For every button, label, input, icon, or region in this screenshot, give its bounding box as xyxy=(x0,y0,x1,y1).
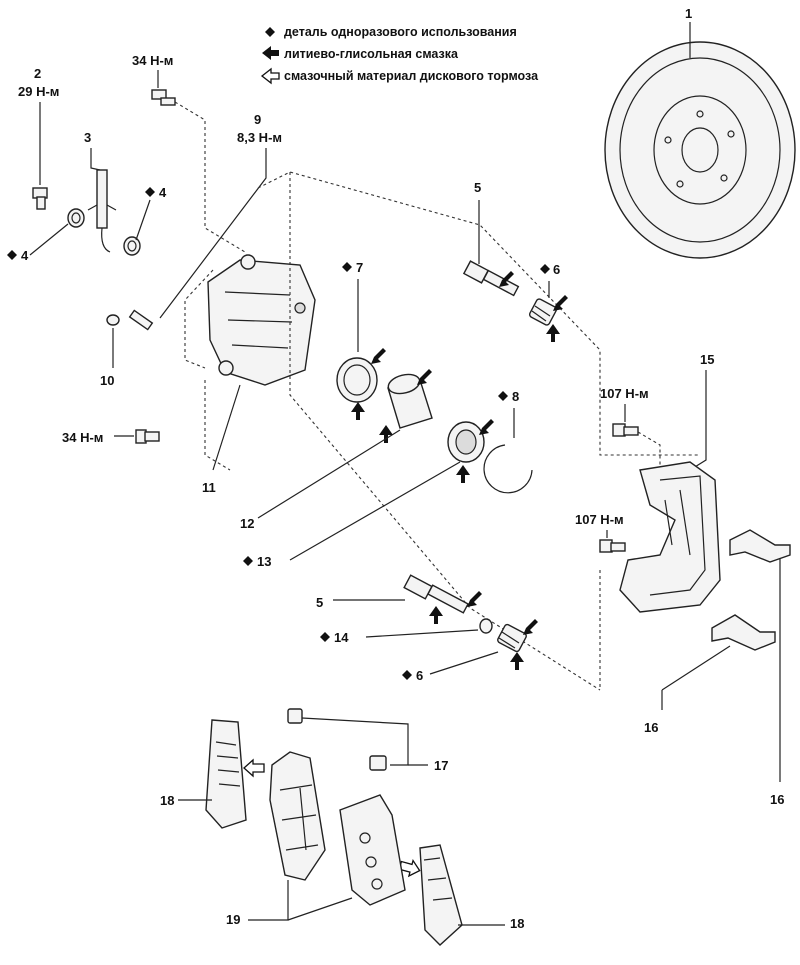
grease-arrow-12b xyxy=(379,425,393,443)
label-1: 1 xyxy=(685,6,692,21)
shim-grease-arrow-left xyxy=(243,758,265,778)
label-3: 3 xyxy=(84,130,91,145)
label-4-right: 4 xyxy=(159,185,167,200)
label-34nm-top: 34 Н-м xyxy=(132,53,173,68)
label-16-left: 16 xyxy=(644,720,658,735)
label-7: 7 xyxy=(356,260,363,275)
label-2: 2 xyxy=(34,66,41,81)
grease-arrow-7a xyxy=(371,348,386,364)
label-11: 11 xyxy=(202,480,216,495)
anti-squeal-shim-right xyxy=(419,844,463,946)
label-6-top: 6 xyxy=(553,262,560,277)
pin-boot-bottom xyxy=(497,623,527,653)
label-18-left: 18 xyxy=(160,793,174,808)
grease-arrow-13a xyxy=(479,419,494,435)
label-4-left: 4 xyxy=(21,248,29,263)
label-34nm-bottom: 34 Н-м xyxy=(62,430,103,445)
union-bolt xyxy=(32,187,48,210)
grease-arrow-5a xyxy=(499,271,514,287)
label-6-bottom: 6 xyxy=(416,668,423,683)
label-10: 10 xyxy=(100,373,114,388)
label-14: 14 xyxy=(334,630,349,645)
gasket-left xyxy=(67,208,85,228)
label-107nm-top: 107 Н-м xyxy=(600,386,649,401)
single-use-diamond-icon xyxy=(265,27,275,37)
gasket-right xyxy=(123,236,141,256)
label-18-right: 18 xyxy=(510,916,524,931)
label-13: 13 xyxy=(257,554,271,569)
anti-squeal-shim-left xyxy=(205,719,247,829)
bleeder-cap xyxy=(106,314,120,326)
slide-pin-top xyxy=(462,260,520,297)
legend-disc-brake-grease: смазочный материал дискового тормоза xyxy=(284,69,539,83)
caliper-bolt-top xyxy=(151,89,176,106)
wear-indicator-top xyxy=(287,708,303,724)
grease-arrow-6c xyxy=(523,619,538,635)
pad-support-plate-bottom xyxy=(711,614,776,651)
label-16-right: 16 xyxy=(770,792,784,807)
brake-pad-inner xyxy=(269,751,326,881)
piston xyxy=(387,373,433,429)
label-19: 19 xyxy=(226,912,240,927)
piston-boot xyxy=(447,421,485,463)
grease-arrow-5b xyxy=(467,591,482,607)
brake-pad-outer xyxy=(339,794,406,906)
pad-support-plate-top xyxy=(729,529,791,563)
pin-boot-top xyxy=(528,298,558,326)
lithium-grease-arrow-icon xyxy=(262,46,279,60)
grease-arrow-6b xyxy=(546,324,560,342)
caliper-body xyxy=(207,254,316,386)
grease-arrow-6d xyxy=(510,652,524,670)
bushing xyxy=(479,618,493,634)
grease-arrow-13b xyxy=(456,465,470,483)
legend-lithium-grease: литиево-глисольная смазка xyxy=(284,47,459,61)
label-9: 9 xyxy=(254,112,261,127)
label-15: 15 xyxy=(700,352,714,367)
grease-arrow-5c xyxy=(429,606,443,624)
label-9-torque: 8,3 Н-м xyxy=(237,130,282,145)
caliper-bolt-bottom xyxy=(135,429,160,444)
grease-arrow-12a xyxy=(417,369,432,385)
grease-arrow-6a xyxy=(553,295,568,311)
bracket-bolt-top xyxy=(612,423,639,437)
disc-brake-grease-arrow-icon xyxy=(260,67,280,85)
bleeder-plug xyxy=(128,309,154,331)
label-107nm-bottom: 107 Н-м xyxy=(575,512,624,527)
grease-arrow-7b xyxy=(351,402,365,420)
piston-seal xyxy=(336,357,378,403)
brake-hose xyxy=(87,169,117,253)
label-12: 12 xyxy=(240,516,254,531)
label-5-bottom: 5 xyxy=(316,595,323,610)
brake-disc xyxy=(604,41,796,259)
label-2-torque: 29 Н-м xyxy=(18,84,59,99)
caliper-bracket xyxy=(619,461,721,613)
label-17: 17 xyxy=(434,758,448,773)
label-8: 8 xyxy=(512,389,519,404)
wear-indicator-bottom xyxy=(369,755,387,771)
legend: деталь одноразового использования литиев… xyxy=(260,25,539,85)
bracket-bolt-bottom xyxy=(599,539,626,553)
set-ring xyxy=(483,444,533,494)
label-5-top: 5 xyxy=(474,180,481,195)
legend-single-use: деталь одноразового использования xyxy=(284,25,517,39)
slide-pin-bottom xyxy=(403,574,469,614)
